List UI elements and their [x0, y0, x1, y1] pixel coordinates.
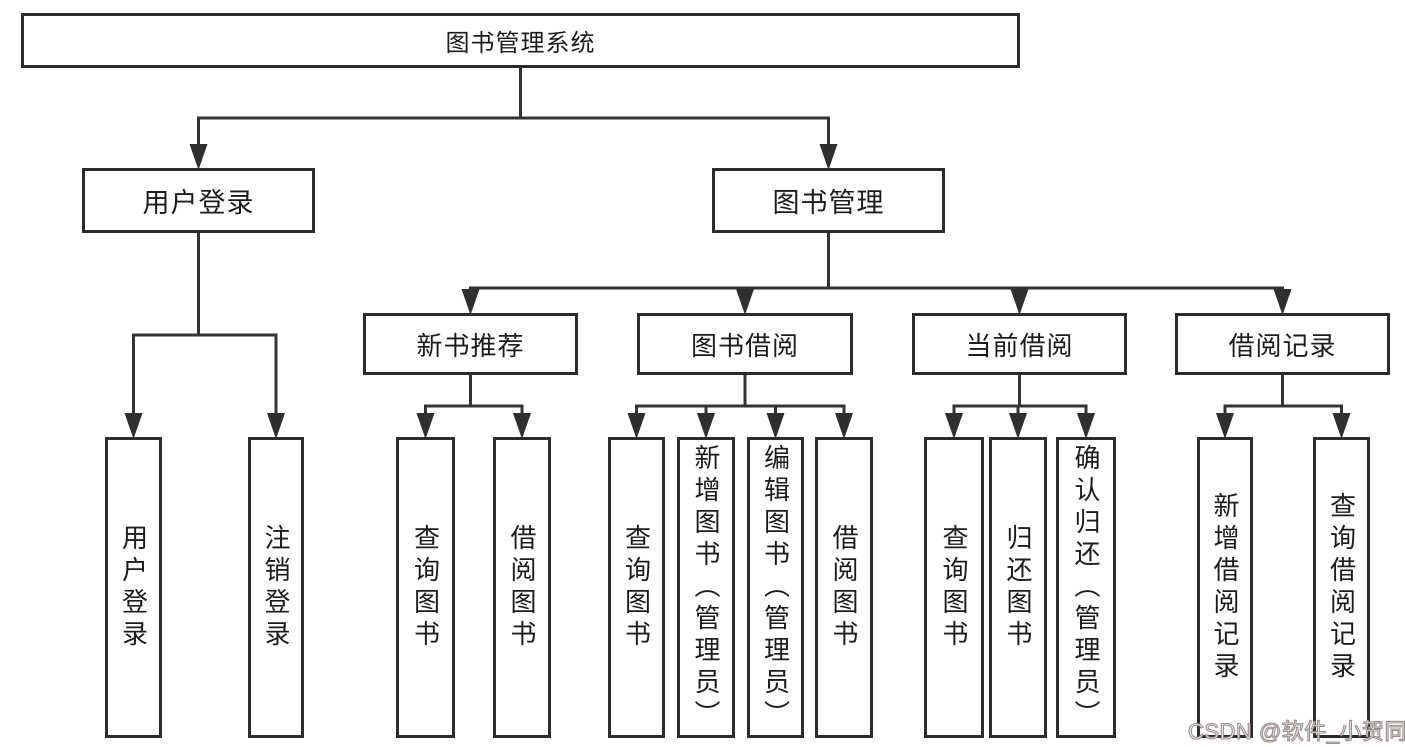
node-br-add: 新增借阅记录 [1197, 437, 1253, 738]
node-label: 注销登录 [261, 523, 291, 652]
node-logout: 注销登录 [248, 437, 304, 738]
node-br-query: 查询借阅记录 [1313, 437, 1370, 738]
arrowhead-icon [1077, 413, 1095, 439]
node-borrow-records: 借阅记录 [1175, 313, 1390, 375]
node-label: 借阅图书 [507, 523, 537, 652]
node-label: 查询借阅记录 [1326, 491, 1357, 684]
node-label: 新增图书（管理员） [691, 443, 721, 732]
node-label: 查询图书 [410, 523, 441, 652]
arrowhead-icon [1216, 413, 1234, 439]
node-label: 借阅记录 [1228, 330, 1337, 361]
node-nbr-query: 查询图书 [396, 437, 455, 738]
arrowhead-icon [416, 413, 435, 439]
arrowhead-icon [1273, 289, 1292, 315]
arrowhead-icon [513, 413, 531, 439]
node-new-book-rec: 新书推荐 [363, 313, 578, 375]
node-current-borrow: 当前借阅 [912, 313, 1127, 375]
node-user-login: 用户登录 [82, 168, 315, 233]
node-label: 图书管理 [772, 188, 885, 218]
arrowhead-icon [627, 413, 646, 439]
arrowhead-icon [1010, 289, 1029, 315]
node-label: 查询图书 [621, 523, 652, 652]
arrowhead-icon [267, 413, 285, 439]
node-bb-edit: 编辑图书（管理员） [747, 437, 804, 738]
node-label: 图书管理系统 [445, 30, 596, 57]
node-label: 当前借阅 [965, 330, 1074, 361]
node-cb-return: 归还图书 [989, 437, 1047, 738]
arrowhead-icon [736, 289, 754, 315]
arrowhead-icon [124, 413, 143, 439]
node-label: 借阅图书 [829, 523, 859, 652]
csdn-watermark: CSDN @软件_小贺同学 [1187, 718, 1405, 744]
arrowhead-icon [945, 413, 963, 439]
node-bb-query: 查询图书 [608, 437, 665, 738]
node-nbr-borrow: 借阅图书 [493, 437, 551, 738]
node-label: 确认归还（管理员） [1071, 443, 1101, 732]
arrowhead-icon [697, 413, 715, 439]
arrowhead-icon [461, 289, 480, 315]
arrowhead-icon [766, 413, 785, 439]
node-label: 用户登录 [118, 523, 149, 652]
arrowhead-icon [1332, 413, 1351, 439]
node-bb-add: 新增图书（管理员） [677, 437, 735, 738]
node-bb-borrow: 借阅图书 [815, 437, 873, 738]
node-label: 编辑图书（管理员） [760, 443, 791, 732]
node-cb-confirm: 确认归还（管理员） [1056, 437, 1116, 738]
arrowhead-icon [835, 413, 853, 439]
arrowhead-icon [1009, 413, 1027, 439]
node-cb-query: 查询图书 [924, 437, 984, 738]
node-label: 新书推荐 [416, 330, 525, 361]
arrowhead-icon [189, 144, 208, 170]
node-label: 新增借阅记录 [1210, 491, 1240, 684]
node-book-borrow: 图书借阅 [637, 313, 853, 375]
arrowhead-icon [819, 144, 838, 170]
node-label: 归还图书 [1003, 523, 1033, 652]
node-root: 图书管理系统 [21, 13, 1020, 68]
node-label: 用户登录 [142, 188, 255, 218]
node-login: 用户登录 [105, 437, 162, 738]
node-book-mgmt: 图书管理 [712, 168, 945, 233]
node-label: 图书借阅 [690, 330, 799, 361]
node-label: 查询图书 [939, 523, 969, 652]
